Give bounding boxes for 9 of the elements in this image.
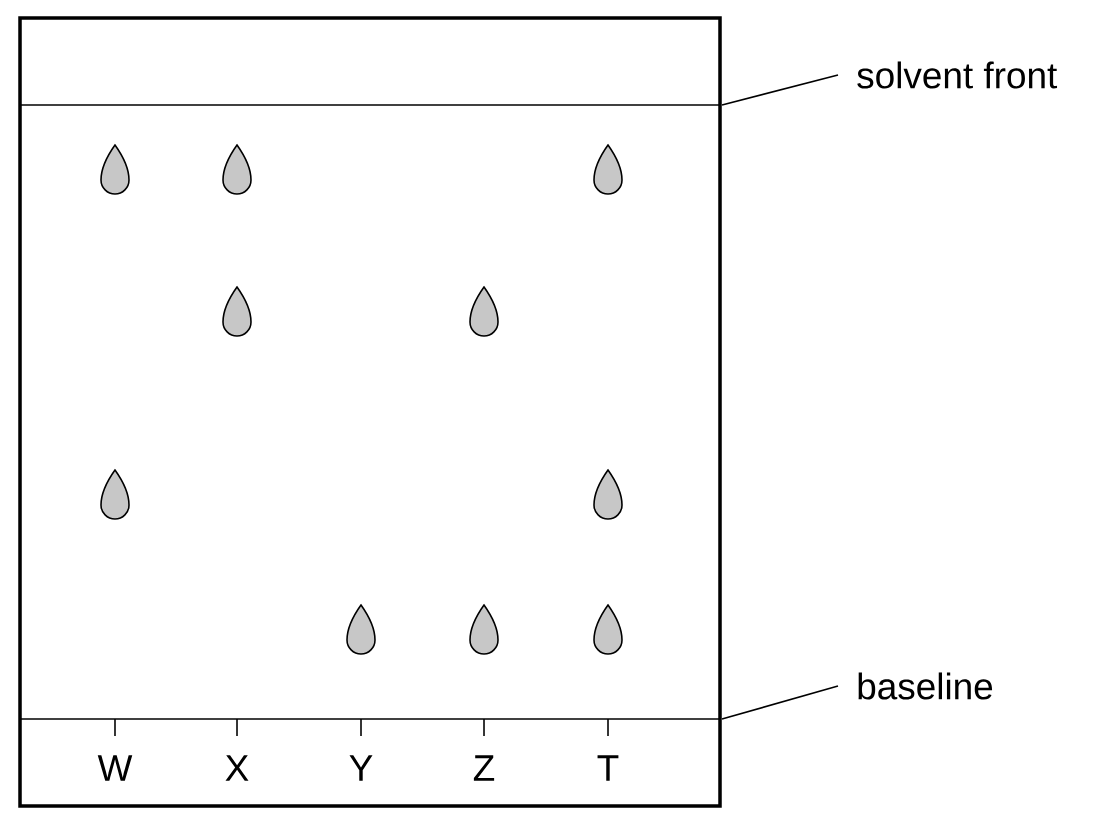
line-label: baseline	[858, 672, 993, 700]
lane-label: Y	[349, 755, 373, 781]
lane-label: T	[597, 755, 619, 781]
lane-label: Z	[473, 755, 495, 781]
leader-line	[721, 685, 839, 720]
lane-label: W	[97, 755, 133, 781]
line-label: solvent front	[857, 61, 1058, 89]
lane-label: X	[225, 755, 249, 781]
leader-line	[721, 74, 839, 106]
